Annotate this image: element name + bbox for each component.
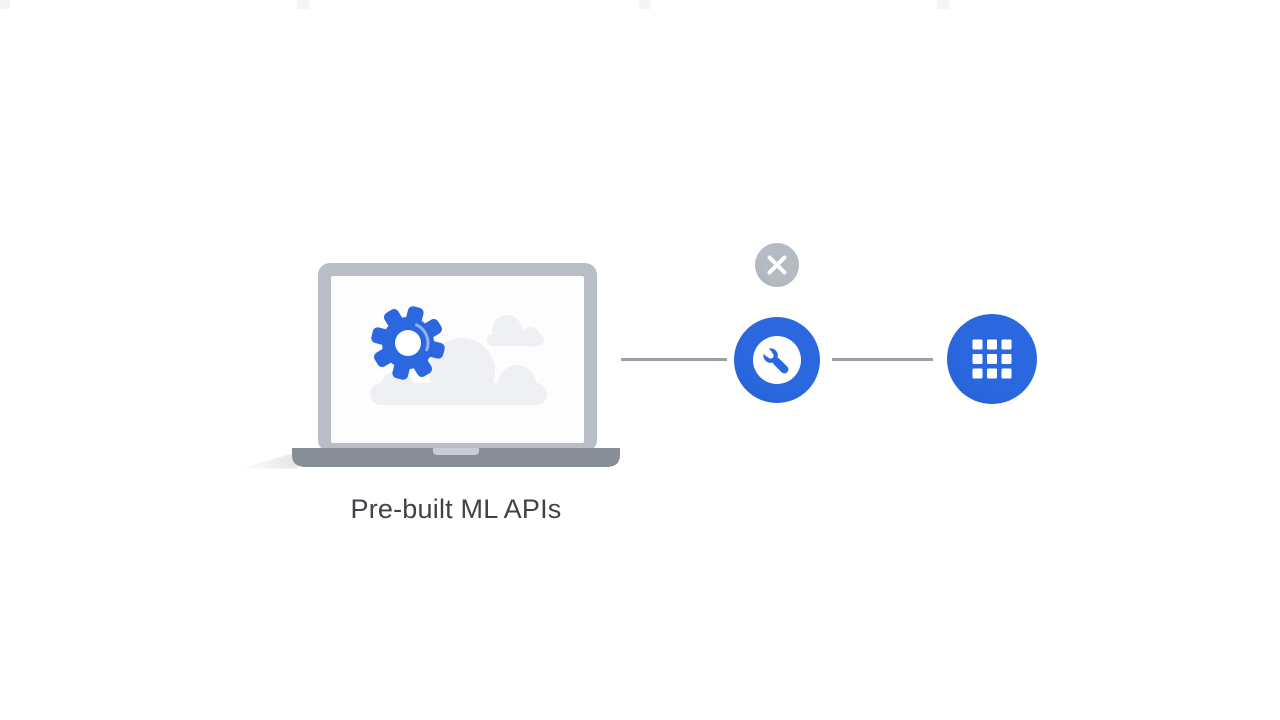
laptop-illustration (292, 263, 620, 467)
chapter-marker (297, 0, 309, 9)
close-button[interactable] (755, 243, 799, 287)
chapter-marker (937, 0, 949, 9)
connector-line-left (621, 358, 727, 361)
grid-icon (972, 339, 1012, 379)
laptop-label: Pre-built ML APIs (350, 494, 562, 524)
close-icon (767, 255, 787, 275)
gear-icon (371, 306, 445, 380)
apps-node (947, 314, 1037, 404)
chapter-marker (639, 0, 651, 9)
laptop-base (292, 448, 620, 467)
tools-node (734, 317, 820, 403)
wrench-icon (753, 336, 801, 384)
cloud-icon (487, 315, 544, 347)
cloud-icon (370, 338, 547, 405)
connector-line-right (832, 358, 933, 361)
chapter-progress-bar (0, 0, 1280, 9)
chapter-marker (0, 0, 10, 9)
